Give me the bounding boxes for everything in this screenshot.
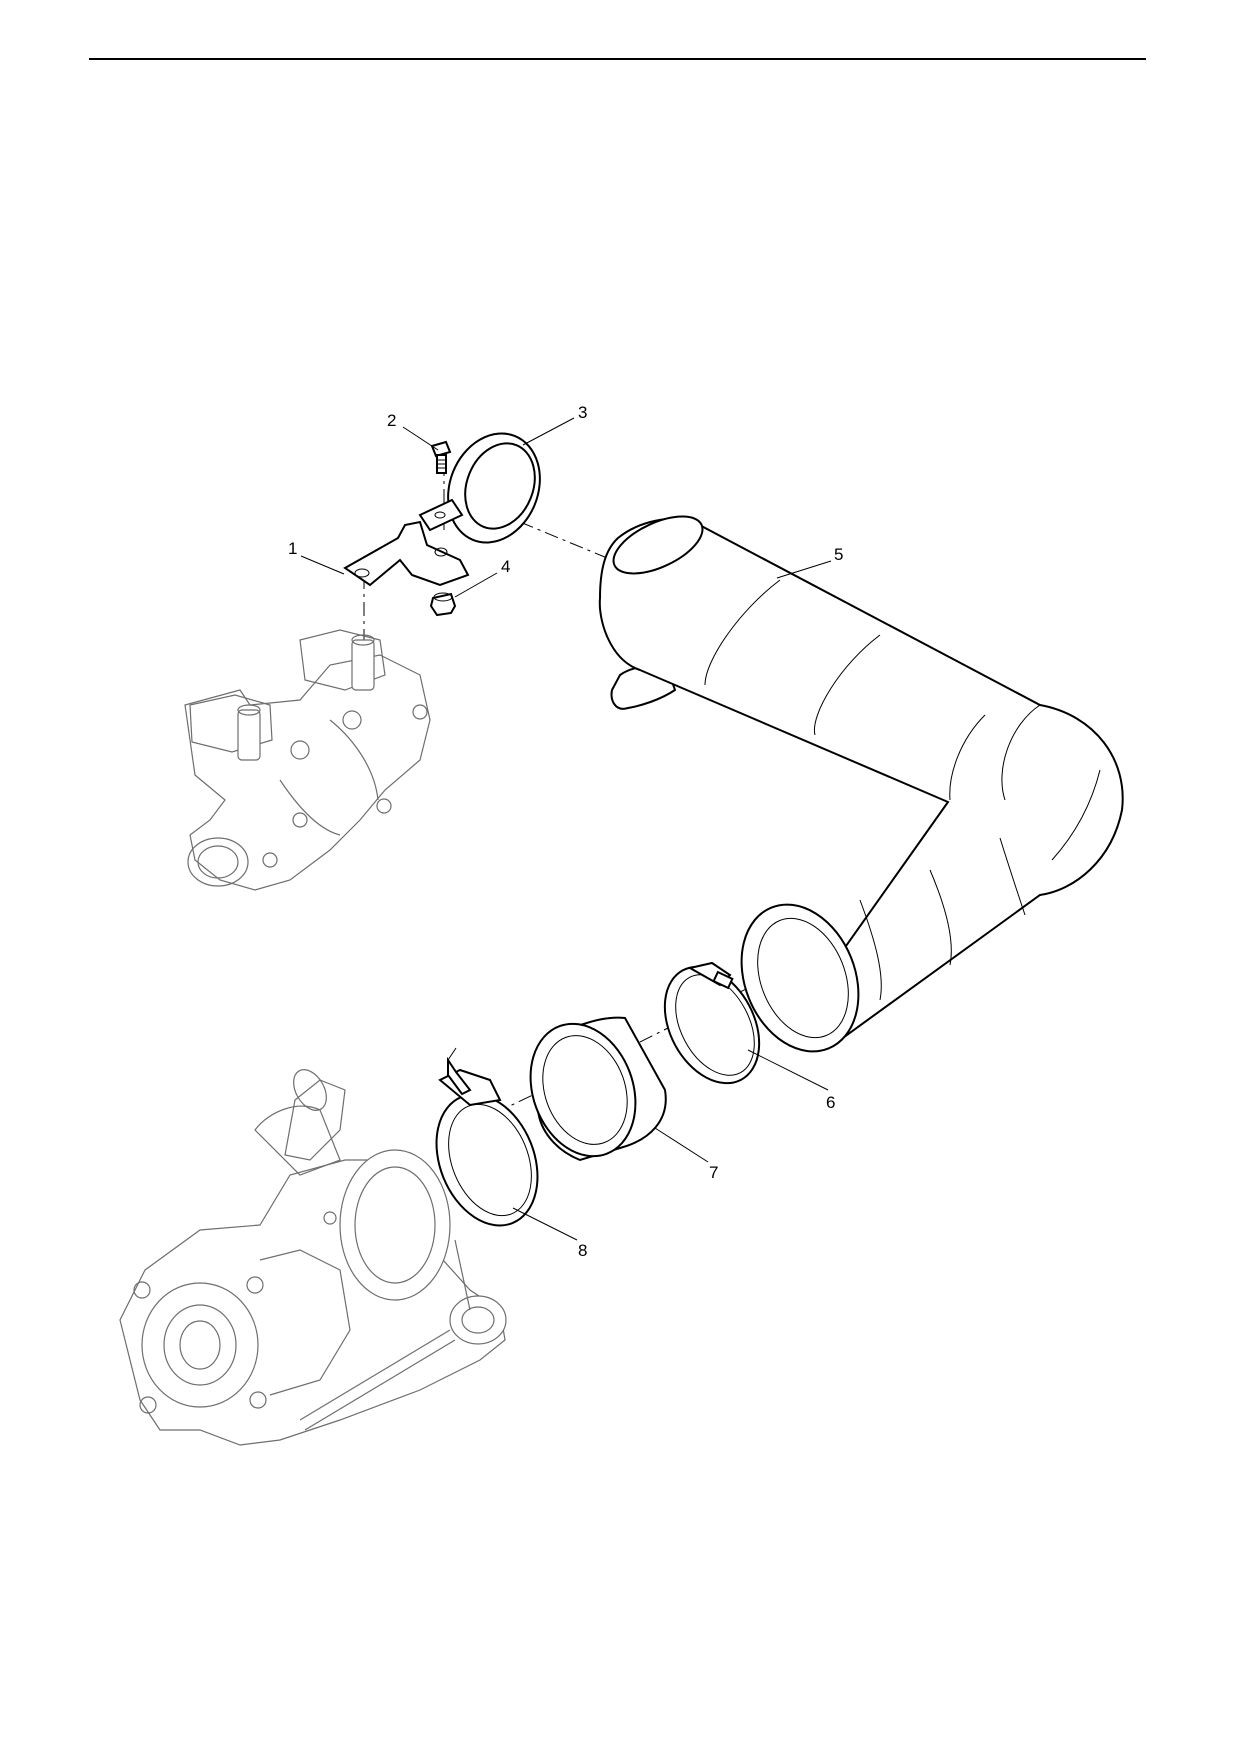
callout-5: 5 xyxy=(834,545,843,564)
callout-leaders xyxy=(300,417,832,1241)
callout-4: 4 xyxy=(501,557,510,576)
pipe-clamp xyxy=(418,432,541,544)
bolt xyxy=(430,440,452,474)
t-bolt-clamp xyxy=(435,1047,539,1227)
intake-pipe xyxy=(598,515,1124,1053)
bracket xyxy=(343,520,470,587)
callout-numbers: 1 2 3 4 5 6 7 8 xyxy=(288,403,843,1260)
callout-8: 8 xyxy=(578,1241,587,1260)
callout-7: 7 xyxy=(709,1163,718,1182)
callout-2: 2 xyxy=(387,411,396,430)
turbocharger-context xyxy=(119,1069,507,1446)
callout-6: 6 xyxy=(826,1093,835,1112)
nut xyxy=(429,592,457,617)
callout-3: 3 xyxy=(578,403,587,422)
exhaust-manifold-context xyxy=(184,629,431,891)
callout-1: 1 xyxy=(288,539,297,558)
sleeve xyxy=(529,1016,667,1162)
header-rule xyxy=(89,58,1146,60)
hose-clamp xyxy=(663,961,761,1085)
